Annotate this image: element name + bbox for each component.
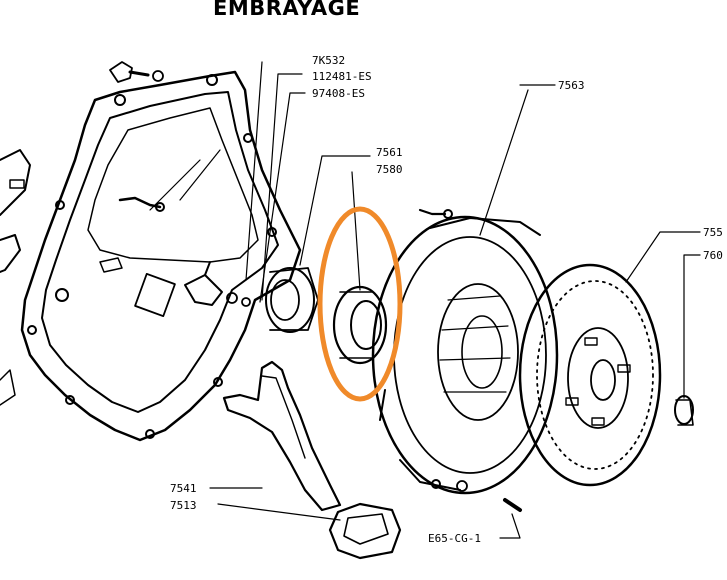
label-112481-ES: 112481-ES [312,70,372,83]
clutch-disc-7550 [518,263,662,487]
dust-boot-7513 [328,502,402,560]
label-E65-CG-1: E65-CG-1 [428,532,481,545]
label-760: 760 [703,249,723,262]
label-755: 755 [703,226,723,239]
highlight-ring [317,206,403,402]
leader-lines [209,61,701,539]
bell-housing [20,70,302,442]
pilot-bearing-7580 [332,285,388,365]
pressure-plate-7563 [371,208,559,495]
label-7563: 7563 [558,79,585,92]
pivot-stud [184,261,251,307]
label-7541: 7541 [170,482,197,495]
bolt-7K532 [109,61,164,83]
label-7K532: 7K532 [312,54,345,67]
label-7561: 7561 [376,146,403,159]
engine-block-fragment [0,149,31,406]
release-fork-7541 [222,360,342,512]
bushing-760 [674,395,694,426]
label-7580: 7580 [376,163,403,176]
label-97408-ES: 97408-ES [312,87,365,100]
diagram-title: EMBRAYAGE [213,0,361,20]
inner-bolts [118,196,165,212]
pin-E65 [503,498,522,512]
label-7513: 7513 [170,499,197,512]
